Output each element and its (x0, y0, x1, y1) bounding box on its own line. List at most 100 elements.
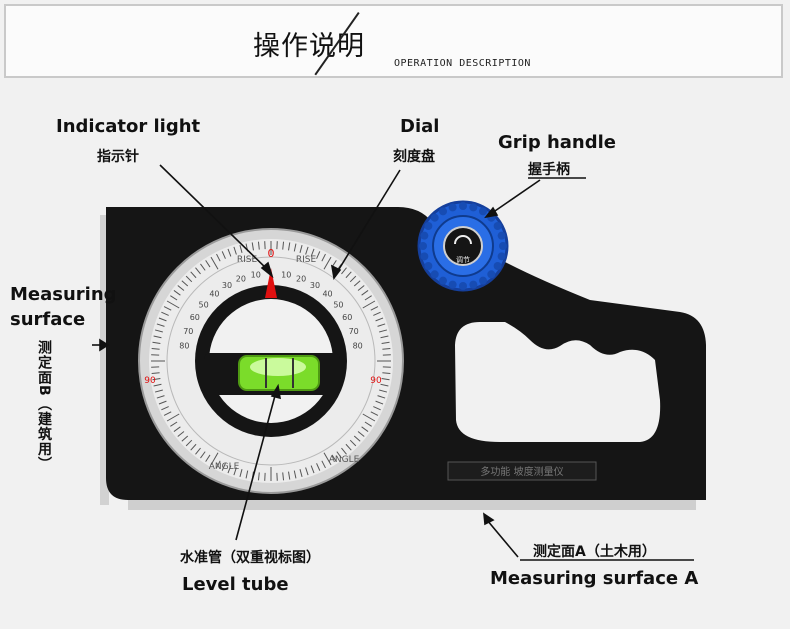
dial-tick (361, 426, 369, 432)
label-measuring-surface-en-1: Measuring (10, 284, 117, 305)
dial-tick (151, 347, 160, 350)
grip-knob-label: 调节 (456, 255, 470, 264)
knob-tooth (420, 252, 429, 261)
dial-tick (185, 439, 193, 447)
knob-tooth (448, 280, 457, 289)
dial-tick (154, 389, 163, 393)
dial-tick (373, 311, 381, 316)
dial-rise-left: RISE (237, 255, 258, 265)
dial-tick (152, 378, 161, 381)
dial-tick (362, 300, 376, 309)
dial-tick (373, 406, 381, 411)
dial-scale-number: 50 (333, 300, 343, 309)
grip-knob-cap[interactable] (443, 226, 483, 266)
dial-scale-number: 10 (251, 270, 261, 279)
dial-tick (288, 471, 291, 480)
dial-tick (173, 426, 181, 432)
device-plate (447, 461, 597, 481)
dial-tick (380, 383, 389, 387)
dial-tick (181, 435, 189, 442)
label-level-tube-cn: 水准管（双重视标图） (180, 550, 320, 566)
dial-tick (163, 306, 172, 311)
banner-title-cn: 操作说明 (253, 31, 365, 62)
dial-tick (177, 431, 185, 437)
knob-tooth (459, 282, 467, 290)
knob-tooth (439, 207, 447, 216)
knob-tooth (419, 242, 427, 250)
dial-tick (151, 372, 160, 375)
dial-tick (166, 300, 180, 309)
label-indicator-light-en: Indicator light (56, 116, 201, 137)
dial-tick (293, 243, 297, 252)
dial-tick (362, 413, 376, 422)
dial-tick (361, 290, 369, 296)
dial-tick (331, 454, 337, 462)
banner-title-en: OPERATION DESCRIPTION (394, 58, 531, 69)
dial-scale-number: 20 (236, 274, 246, 283)
dial-tick (323, 452, 332, 466)
dial-tick (154, 329, 163, 333)
dial-tick (200, 451, 206, 459)
dial-tick (310, 248, 315, 257)
dial-tick (156, 323, 165, 327)
label-dial-en: Dial (400, 116, 440, 137)
label-surface-a-en: Measuring surface A (490, 568, 699, 589)
label-indicator-light-cn: 指示针 (97, 149, 139, 165)
measuring-surface-b-edge (100, 215, 109, 505)
dial-scale-number: 70 (349, 327, 359, 336)
dial-scale-number: 80 (353, 342, 363, 351)
dial-tick (170, 295, 178, 301)
dial-tick (282, 472, 285, 481)
dial-tick (161, 311, 169, 316)
knob-tooth (459, 202, 467, 210)
dial-tick (221, 463, 226, 471)
dial-tick (299, 244, 303, 253)
dial-tick (349, 275, 357, 283)
knob-tooth (439, 276, 447, 285)
knob-tooth (499, 242, 507, 250)
dial-tick (382, 372, 391, 375)
dial-tick (349, 439, 357, 447)
level-bubble (250, 358, 306, 376)
knob-tooth (487, 270, 496, 279)
dial-tick (310, 465, 315, 474)
dial-scale-number: 60 (342, 313, 352, 322)
dial-tick (357, 431, 365, 437)
dial-tick (341, 447, 347, 455)
knob-tooth (430, 213, 439, 222)
knob-tooth (479, 276, 487, 285)
dial-tick (353, 435, 361, 442)
dial-tick (158, 400, 167, 405)
dial-zero: 0 (268, 247, 275, 260)
dial-tick (370, 306, 379, 311)
dial-tick (190, 443, 197, 451)
dial-tick (173, 290, 181, 296)
label-surface-a-cn: 测定面A（土木用） (533, 544, 656, 560)
dial-tick (153, 335, 162, 339)
label-dial-cn: 刻度盘 (393, 149, 435, 165)
knob-tooth (497, 231, 506, 240)
dial-tick (379, 389, 388, 393)
label-grip-handle-cn: 握手柄 (528, 162, 570, 178)
dial-tick (321, 460, 326, 469)
dial-scale-number: 20 (296, 274, 306, 283)
dial-angle-right: ANGLE (329, 455, 360, 465)
dial-tick (336, 451, 342, 459)
knob-tooth (448, 203, 457, 212)
knob-tooth (424, 262, 433, 270)
dial-tick (163, 411, 172, 416)
dial-tick (370, 411, 379, 416)
dial-tick (166, 413, 180, 422)
dial-scale-number: 60 (190, 313, 200, 322)
dial-scale-number: 80 (179, 342, 189, 351)
dial-tick (379, 329, 388, 333)
dial-tick (353, 280, 361, 287)
dial-tick (227, 465, 232, 474)
label-measuring-surface-en-2: surface (10, 309, 86, 330)
dial-angle-left: ANGLE (209, 462, 240, 472)
grip-knob-teeth (419, 202, 507, 290)
dial-tick (316, 463, 321, 471)
knob-tooth (424, 222, 433, 230)
dial-tick (185, 275, 193, 283)
